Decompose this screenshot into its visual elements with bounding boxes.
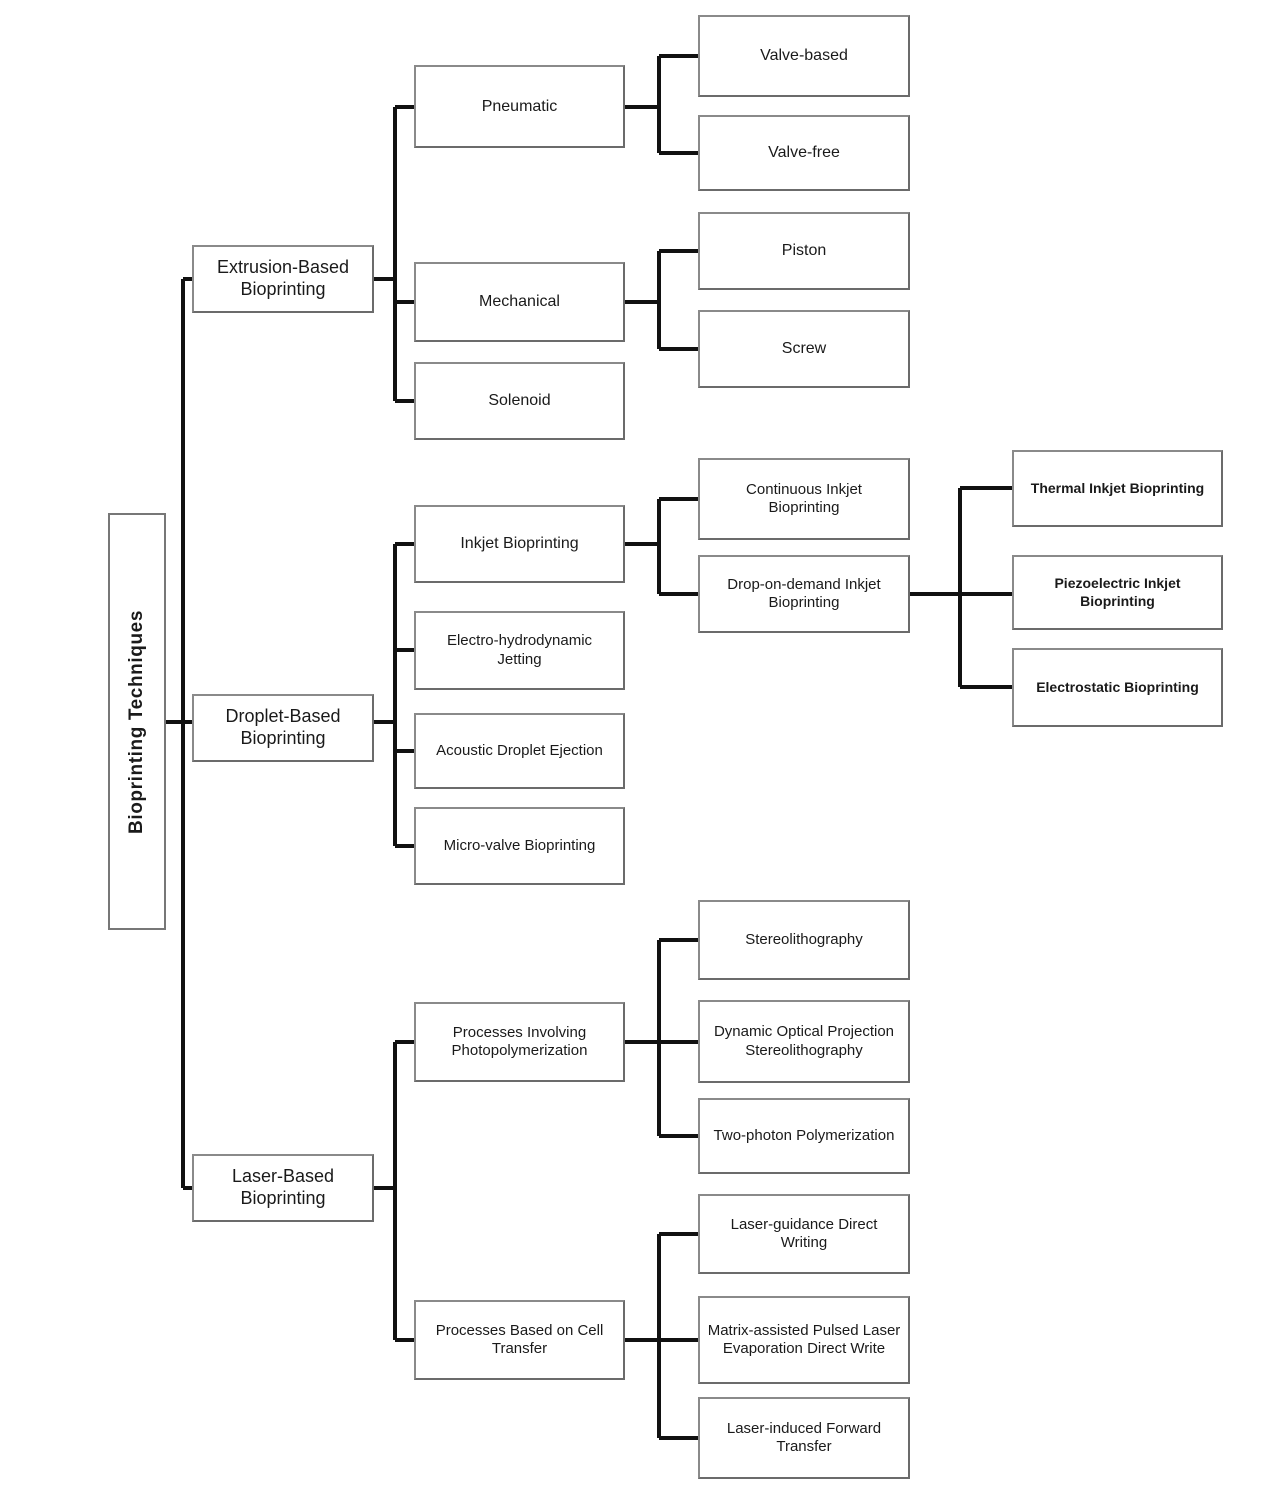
node-continuous-inkjet-bioprinting[interactable]: Continuous Inkjet Bioprinting xyxy=(698,458,910,540)
node-label: Pneumatic xyxy=(481,97,558,115)
root-node-bioprinting-techniques[interactable]: Bioprinting Techniques xyxy=(108,513,166,930)
node-label: Thermal Inkjet Bioprinting xyxy=(1030,479,1205,496)
node-label: Processes Based on Cell Transfer xyxy=(435,1321,604,1357)
node-label: Valve-free xyxy=(768,144,840,162)
node-label: Solenoid xyxy=(488,392,551,410)
node-label: Processes Involving Photopolymerization xyxy=(451,1023,588,1059)
node-mechanical[interactable]: Mechanical xyxy=(414,262,625,342)
node-label: Micro-valve Bioprinting xyxy=(443,836,596,854)
node-micro-valve-bioprinting[interactable]: Micro-valve Bioprinting xyxy=(414,807,625,885)
node-laser-guidance-direct-writing[interactable]: Laser-guidance Direct Writing xyxy=(698,1194,910,1274)
node-extrusion-based-bioprinting[interactable]: Extrusion-Based Bioprinting xyxy=(192,245,374,313)
node-label: Mechanical xyxy=(479,293,560,311)
node-dynamic-optical-projection-stereolithography[interactable]: Dynamic Optical Projection Stereolithogr… xyxy=(698,1000,910,1083)
node-label: Stereolithography xyxy=(745,930,863,948)
node-label: Drop-on-demand Inkjet Bioprinting xyxy=(727,575,881,611)
node-two-photon-polymerization[interactable]: Two-photon Polymerization xyxy=(698,1098,910,1174)
node-laser-based-bioprinting[interactable]: Laser-Based Bioprinting xyxy=(192,1154,374,1222)
node-piston[interactable]: Piston xyxy=(698,212,910,290)
node-label: Continuous Inkjet Bioprinting xyxy=(746,480,862,516)
node-label: Screw xyxy=(781,340,827,358)
node-label: Dynamic Optical Projection Stereolithogr… xyxy=(713,1023,895,1059)
node-label: Droplet-Based Bioprinting xyxy=(225,706,341,748)
node-label: Acoustic Droplet Ejection xyxy=(436,741,603,759)
node-inkjet-bioprinting[interactable]: Inkjet Bioprinting xyxy=(414,505,625,583)
node-label: Extrusion-Based Bioprinting xyxy=(216,257,350,299)
node-screw[interactable]: Screw xyxy=(698,310,910,388)
node-label: Inkjet Bioprinting xyxy=(460,535,579,553)
node-label: Valve-based xyxy=(760,47,848,65)
node-pneumatic[interactable]: Pneumatic xyxy=(414,65,625,148)
node-label: Electro-hydrodynamic Jetting xyxy=(446,632,593,668)
node-electro-hydrodynamic-jetting[interactable]: Electro-hydrodynamic Jetting xyxy=(414,611,625,690)
node-thermal-inkjet-bioprinting[interactable]: Thermal Inkjet Bioprinting xyxy=(1012,450,1223,527)
node-electrostatic-bioprinting[interactable]: Electrostatic Bioprinting xyxy=(1012,648,1223,727)
node-stereolithography[interactable]: Stereolithography xyxy=(698,900,910,980)
node-processes-based-on-cell-transfer[interactable]: Processes Based on Cell Transfer xyxy=(414,1300,625,1380)
node-label: Piezoelectric Inkjet Bioprinting xyxy=(1054,575,1181,609)
node-processes-involving-photopolymerization[interactable]: Processes Involving Photopolymerization xyxy=(414,1002,625,1082)
node-valve-free[interactable]: Valve-free xyxy=(698,115,910,191)
node-label: Laser-Based Bioprinting xyxy=(231,1166,335,1208)
node-droplet-based-bioprinting[interactable]: Droplet-Based Bioprinting xyxy=(192,694,374,762)
node-piezoelectric-inkjet-bioprinting[interactable]: Piezoelectric Inkjet Bioprinting xyxy=(1012,555,1223,630)
node-label: Electrostatic Bioprinting xyxy=(1036,678,1199,695)
node-label: Piston xyxy=(781,242,827,260)
node-matrix-assisted-pulsed-laser-evaporation-direct-write[interactable]: Matrix-assisted Pulsed Laser Evaporation… xyxy=(698,1296,910,1384)
node-label: Two-photon Polymerization xyxy=(713,1126,895,1144)
node-drop-on-demand-inkjet-bioprinting[interactable]: Drop-on-demand Inkjet Bioprinting xyxy=(698,555,910,633)
node-valve-based[interactable]: Valve-based xyxy=(698,15,910,97)
node-acoustic-droplet-ejection[interactable]: Acoustic Droplet Ejection xyxy=(414,713,625,789)
node-label: Laser-guidance Direct Writing xyxy=(730,1215,878,1251)
root-node-label: Bioprinting Techniques xyxy=(126,609,148,834)
node-label: Matrix-assisted Pulsed Laser Evaporation… xyxy=(707,1321,901,1357)
node-label: Laser-induced Forward Transfer xyxy=(726,1419,882,1455)
node-laser-induced-forward-transfer[interactable]: Laser-induced Forward Transfer xyxy=(698,1397,910,1479)
node-solenoid[interactable]: Solenoid xyxy=(414,362,625,440)
